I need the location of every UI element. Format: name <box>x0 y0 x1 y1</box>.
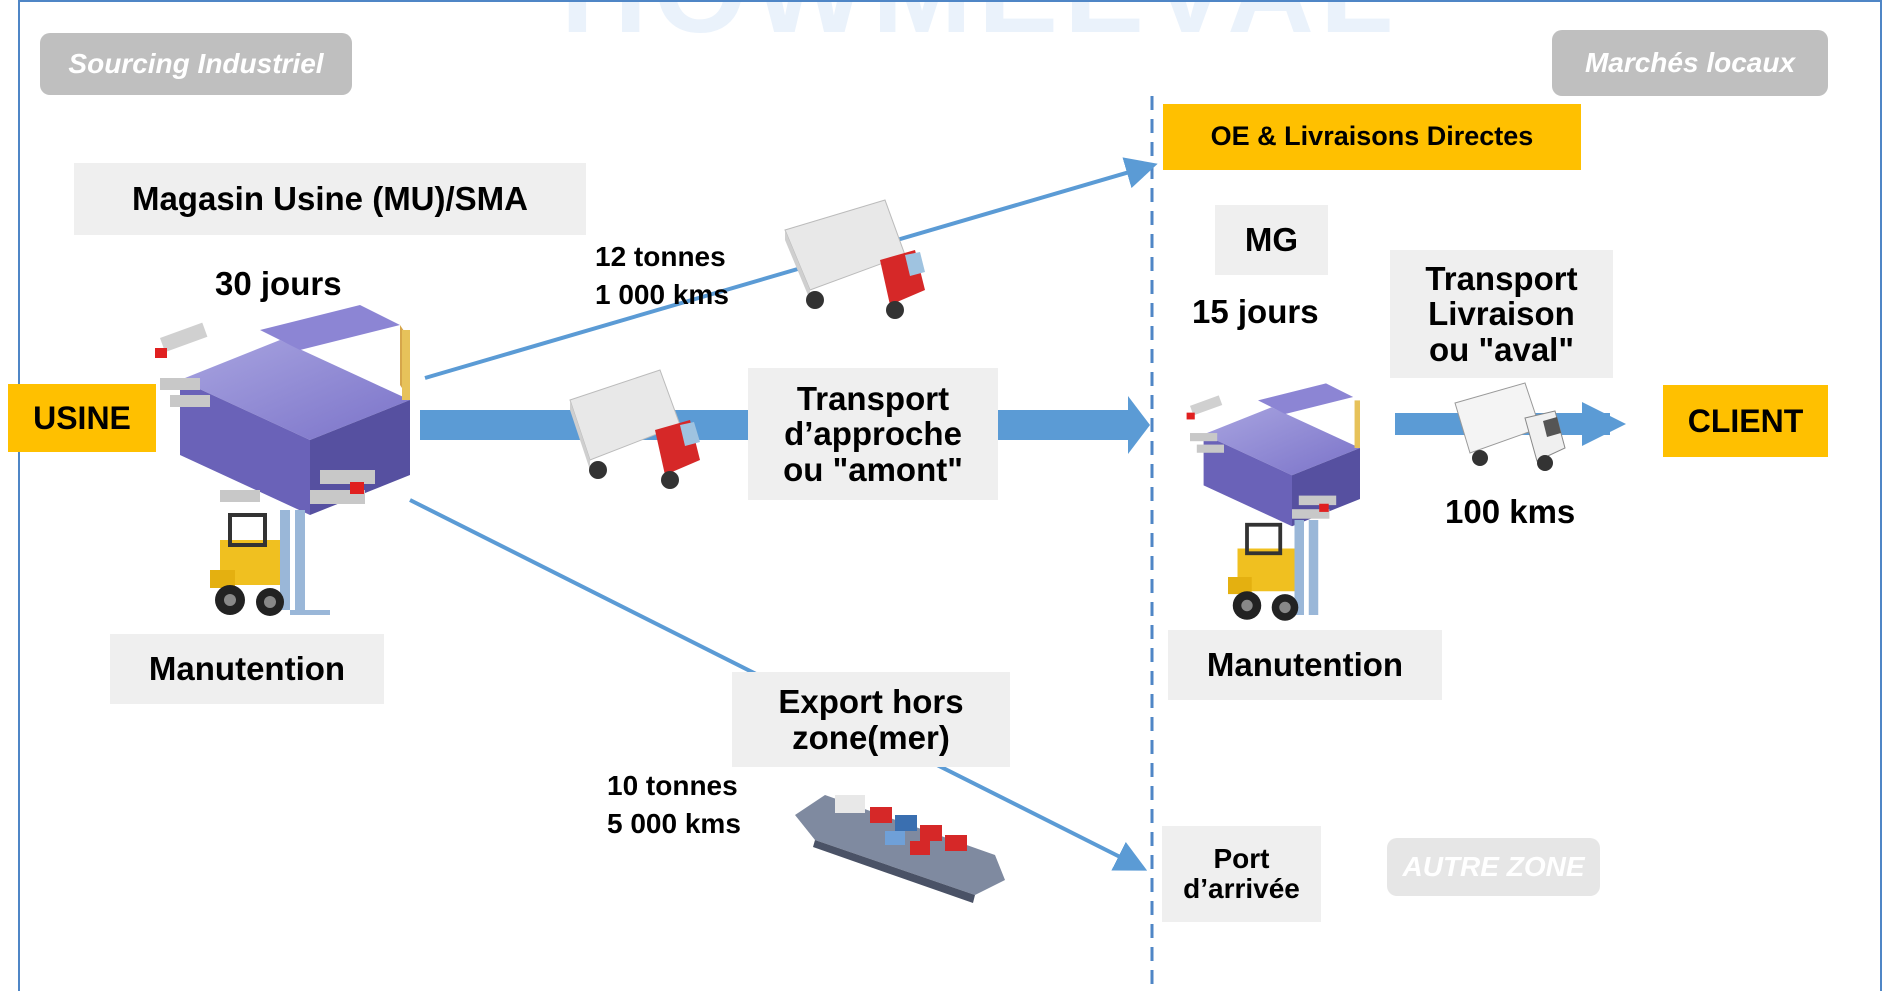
direct-load-label: 12 tonnes 1 000 kms <box>595 241 729 310</box>
zone-label-sourcing: Sourcing Industriel <box>40 33 352 95</box>
node-client: CLIENT <box>1663 385 1828 457</box>
export-label: Export hors zone(mer) <box>732 672 1010 767</box>
node-usine: USINE <box>8 384 156 452</box>
truck-icon <box>569 369 700 489</box>
node-magasin-usine: Magasin Usine (MU)/SMA <box>74 163 586 235</box>
transport-amont-label: Transport d’approche ou "amont" <box>748 368 998 500</box>
frame-left-border <box>18 0 20 991</box>
export-load-label: 10 tonnes 5 000 kms <box>607 770 741 839</box>
node-mg: MG <box>1215 205 1328 275</box>
manutention-right-label: Manutention <box>1168 630 1442 700</box>
aval-distance-label: 100 kms <box>1445 493 1576 530</box>
truck-icon <box>784 199 925 319</box>
forklift-icon <box>1228 520 1319 621</box>
mg-duration-label: 15 jours <box>1192 293 1319 330</box>
forklift-icon <box>210 510 330 616</box>
zone-label-local-markets: Marchés locaux <box>1552 30 1828 96</box>
manutention-left-label: Manutention <box>110 634 384 704</box>
zone-label-other: AUTRE ZONE <box>1387 838 1600 896</box>
mu-duration-label: 30 jours <box>215 265 342 302</box>
node-port-arrivee: Port d’arrivée <box>1162 826 1321 922</box>
watermark: HOWMEEVAL <box>540 0 1420 60</box>
arrow-direct-delivery <box>424 157 1158 380</box>
frame-right-border <box>1880 0 1882 991</box>
warehouse-icon <box>1186 383 1360 527</box>
transport-aval-label: Transport Livraison ou "aval" <box>1390 250 1613 378</box>
warehouse-icon <box>155 305 410 515</box>
frame-top-border <box>18 0 1882 2</box>
cargo-ship-icon <box>795 795 1005 903</box>
node-oe-livraisons: OE & Livraisons Directes <box>1163 104 1581 170</box>
truck-icon <box>1454 382 1566 471</box>
